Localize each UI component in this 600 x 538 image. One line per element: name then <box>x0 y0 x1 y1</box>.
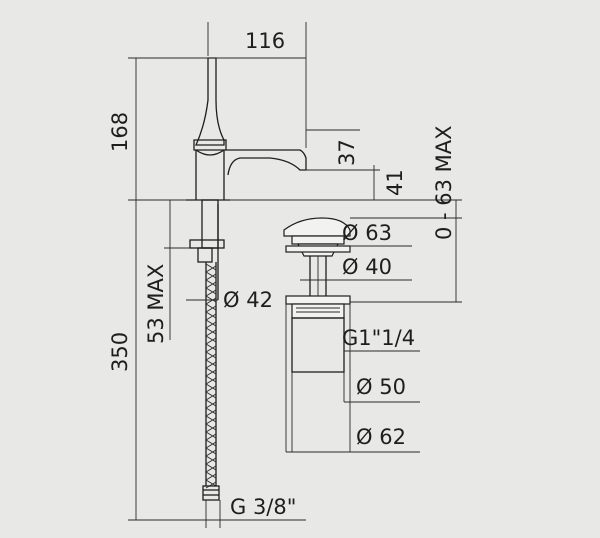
faucet-body <box>193 57 307 200</box>
dim-spout-top-height: 168 <box>108 112 132 152</box>
dim-drain-cap-diameter: Ø 63 <box>342 221 392 245</box>
dim-drain-thread: G1"1/4 <box>342 326 415 350</box>
dim-drain-flange-diameter: Ø 62 <box>356 425 406 449</box>
dim-hole-diameter: Ø 42 <box>223 288 273 312</box>
dim-hose-length: 350 <box>108 332 132 372</box>
dim-deck-thickness: 53 MAX <box>144 264 168 344</box>
dim-drain-travel: 0 - 63 MAX <box>432 125 456 240</box>
dim-outlet-height: 41 <box>383 169 407 196</box>
pop-up-drain <box>283 217 351 373</box>
dim-spout-reach: 116 <box>245 29 285 53</box>
dim-drain-body-diameter: Ø 50 <box>356 375 406 399</box>
dimension-lines <box>128 22 462 528</box>
mounting-shank <box>186 199 230 300</box>
dim-spout-drop: 37 <box>335 139 359 166</box>
dim-hose-connection: G 3/8" <box>230 495 296 519</box>
dim-drain-neck-diameter: Ø 40 <box>342 255 392 279</box>
braided-hose <box>202 262 220 501</box>
